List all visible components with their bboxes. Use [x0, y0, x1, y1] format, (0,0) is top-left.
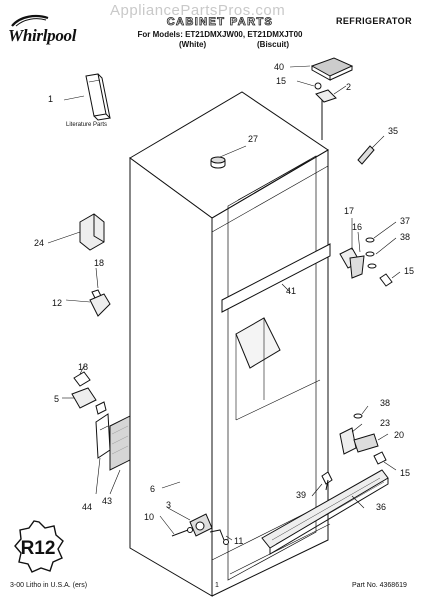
footer-part-number: Part No. 4368619: [352, 582, 407, 589]
leveling-screw-icon: [171, 527, 193, 537]
callout-6: 6: [150, 484, 156, 494]
callout-17: 17: [344, 206, 355, 216]
callout-2: 2: [346, 82, 352, 92]
washer-stack-icon: [365, 237, 377, 269]
literature-parts-label: Literature Parts: [66, 122, 108, 128]
callout-43: 43: [102, 496, 113, 506]
callout-38-lower: 38: [380, 398, 391, 408]
top-hinge-cover-icon: [310, 57, 354, 81]
side-trim-icon: [95, 413, 111, 459]
top-plug-icon: [210, 156, 226, 169]
callout-38-upper: 38: [400, 232, 411, 242]
callout-44: 44: [82, 502, 93, 512]
whirlpool-logo: Whirlpool: [6, 14, 86, 48]
callout-10: 10: [144, 512, 155, 522]
callout-36: 36: [376, 502, 387, 512]
color-white-label: (White): [179, 40, 207, 49]
callout-39: 39: [296, 490, 307, 500]
callout-27: 27: [248, 134, 259, 144]
top-hinge-icon: [314, 82, 337, 140]
center-hinge-icon: [339, 247, 365, 279]
callout-16: 16: [352, 222, 363, 232]
footer-litho-note: 3-00 Litho in U.S.A. (ers): [10, 582, 88, 589]
r12-refrigerant-badge: R12: [14, 520, 64, 573]
handle-bracket-icon: [89, 293, 111, 317]
callout-24: 24: [34, 238, 45, 248]
r12-badge-text: R12: [21, 538, 56, 559]
toe-grille-icon: [261, 469, 389, 555]
callout-11: 11: [234, 536, 244, 546]
model-list: For Models: ET21DMXJW00, ET21DMXJT00: [137, 30, 303, 39]
callout-1: 1: [48, 94, 54, 104]
door-stop-bracket-icon: [79, 213, 105, 251]
brand-name: Whirlpool: [8, 26, 77, 45]
insulation-panel-icon: [109, 415, 131, 471]
callout-15-top: 15: [276, 76, 287, 86]
roller-screw-icon: [209, 529, 229, 545]
color-biscuit-label: (Biscuit): [257, 40, 289, 49]
hinge-shim-icon: [357, 145, 375, 165]
callout-18-lower: 18: [78, 362, 89, 372]
bottom-hinge-icon: [339, 413, 387, 465]
callout-3: 3: [166, 500, 172, 510]
appliance-type: REFRIGERATOR: [336, 16, 412, 26]
callout-5: 5: [54, 394, 60, 404]
callout-12: 12: [52, 298, 63, 308]
callout-41: 41: [286, 286, 297, 296]
callout-15-bottom: 15: [400, 468, 411, 478]
logo-swoosh-icon: [11, 15, 49, 27]
callout-18-upper: 18: [94, 258, 105, 268]
callout-15-middle: 15: [404, 266, 415, 276]
literature-booklet-icon: [85, 73, 112, 121]
footer-page-number: 1: [215, 582, 219, 589]
grille-clip-icon: [321, 471, 333, 491]
callout-37: 37: [400, 216, 411, 226]
callout-20: 20: [394, 430, 405, 440]
center-hinge-screw-icon: [379, 273, 393, 287]
lower-hinge-bracket-icon: [71, 371, 107, 415]
page-title: CABINET PARTS: [166, 16, 274, 29]
watermark: AppliancePartsPros.com: [110, 2, 286, 19]
cabinet-shell-icon: [129, 91, 331, 597]
callout-35: 35: [388, 126, 399, 136]
callout-40: 40: [274, 62, 285, 72]
leveling-roller-icon: [189, 513, 213, 537]
callout-23: 23: [380, 418, 391, 428]
